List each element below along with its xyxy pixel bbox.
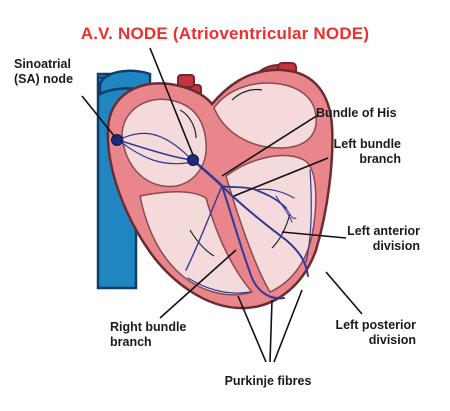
right-atrium [121, 98, 207, 188]
right-ventricle [139, 190, 254, 296]
label-left-posterior-division: Left posterior division [335, 318, 416, 347]
sa-node-dot [111, 134, 123, 146]
label-left-bundle-branch: Left bundle branch [333, 137, 401, 166]
label-right-bundle-branch: Right bundle branch [110, 320, 187, 349]
leader-lines [81, 47, 363, 363]
conduction-system [117, 132, 312, 300]
label-bundle-of-his: Bundle of His [316, 106, 397, 120]
flow-arrows [179, 88, 291, 257]
label-purkinje-fibres: Purkinje fibres [224, 374, 312, 388]
label-left-anterior-division: Left anterior division [347, 224, 420, 253]
label-sa-node: Sinoatrial (SA) node [14, 57, 74, 86]
diagram-title: A.V. NODE (Atrioventricular NODE) [80, 24, 370, 43]
av-node-dot [187, 154, 199, 166]
